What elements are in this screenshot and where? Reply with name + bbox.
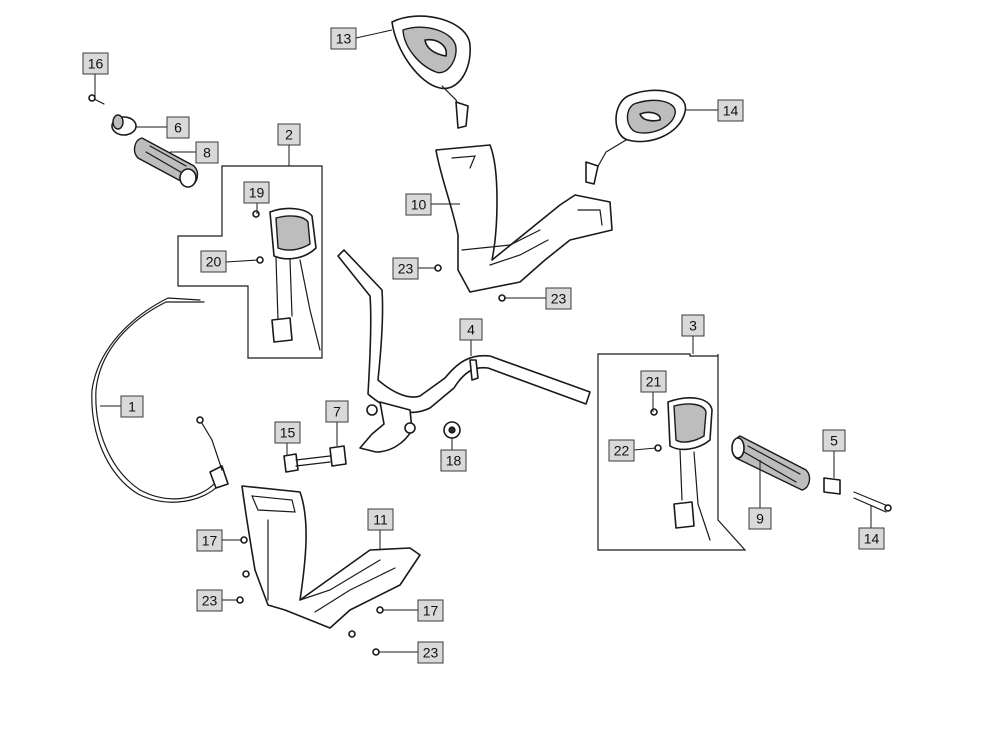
callout-label: 9 xyxy=(756,511,764,527)
callout-label: 7 xyxy=(333,404,341,420)
callout-label: 19 xyxy=(249,185,265,201)
right-switch-group xyxy=(597,353,747,551)
callout-tag-10: 10 xyxy=(405,193,432,216)
callout-label: 3 xyxy=(689,318,697,334)
callout-tag-23-d: 23 xyxy=(417,641,444,664)
callout-tag-11: 11 xyxy=(367,508,394,531)
left-switch-group xyxy=(177,165,323,359)
bar-end-bolt-right xyxy=(853,491,892,513)
callout-tag-23-b: 23 xyxy=(545,287,572,310)
callout-tag-21: 21 xyxy=(640,370,667,393)
callout-tag-2: 2 xyxy=(277,123,301,146)
callout-label: 11 xyxy=(373,512,388,528)
clamp-nut xyxy=(443,421,461,439)
callout-label: 10 xyxy=(411,197,427,213)
callout-tag-17-a: 17 xyxy=(196,529,223,552)
callout-tag-14: 14 xyxy=(858,527,885,550)
bar-end-screw-left xyxy=(88,94,105,105)
callout-label: 6 xyxy=(174,120,182,136)
callout-label: 2 xyxy=(285,127,293,143)
callout-tag-9: 9 xyxy=(748,507,772,530)
callout-label: 14 xyxy=(723,103,739,119)
callout-tag-22: 22 xyxy=(608,439,635,462)
right-grip xyxy=(731,435,811,491)
handlebar-bolt xyxy=(283,453,331,473)
callout-label: 16 xyxy=(88,56,104,72)
callout-tag-7: 7 xyxy=(325,400,349,423)
left-grip xyxy=(133,137,199,188)
callout-tag-17-b: 17 xyxy=(417,599,444,622)
callout-tag-12: 13 xyxy=(330,27,357,50)
callout-label: 5 xyxy=(830,433,838,449)
callout-tag-5: 5 xyxy=(822,429,846,452)
front-lower-cover xyxy=(241,485,421,629)
front-upper-cover xyxy=(435,144,613,293)
callout-tag-23-c: 23 xyxy=(196,589,223,612)
callout-label: 1 xyxy=(128,399,136,415)
handlebar xyxy=(337,249,591,453)
callout-tag-3: 3 xyxy=(681,314,705,337)
callout-label: 18 xyxy=(446,453,462,469)
bar-end-weight-right xyxy=(823,477,841,495)
callout-label: 20 xyxy=(206,254,222,270)
callout-tag-1: 1 xyxy=(120,395,144,418)
leader-lines xyxy=(94,29,872,653)
callout-label: 21 xyxy=(646,374,662,390)
right-mirror xyxy=(585,89,687,185)
callout-label: 17 xyxy=(423,603,439,619)
callout-label: 8 xyxy=(203,145,211,161)
callout-tag-16: 16 xyxy=(82,52,109,75)
left-mirror xyxy=(391,15,471,129)
callout-tag-8: 8 xyxy=(195,141,219,164)
callout-label: 23 xyxy=(202,593,218,609)
callout-label: 15 xyxy=(280,425,296,441)
callout-tag-23-a: 23 xyxy=(392,257,419,280)
callout-tag-4: 4 xyxy=(459,318,483,341)
bar-end-weight-left xyxy=(111,114,137,136)
callout-tag-20: 20 xyxy=(200,250,227,273)
callout-label: 23 xyxy=(423,645,439,661)
callout-tag-6: 6 xyxy=(166,116,190,139)
throttle-cable xyxy=(91,297,229,503)
callout-tag-19: 19 xyxy=(243,181,270,204)
callout-tag-18: 18 xyxy=(440,449,467,472)
callout-tag-13: 14 xyxy=(717,99,744,122)
callout-label: 23 xyxy=(398,261,414,277)
callout-label: 13 xyxy=(336,31,352,47)
callout-label: 14 xyxy=(864,531,880,547)
callout-label: 4 xyxy=(467,322,475,338)
callout-label: 22 xyxy=(614,443,630,459)
handlebar-spacer xyxy=(329,445,347,467)
callout-label: 23 xyxy=(551,291,567,307)
callout-tag-15: 15 xyxy=(274,421,301,444)
callout-label: 17 xyxy=(202,533,218,549)
